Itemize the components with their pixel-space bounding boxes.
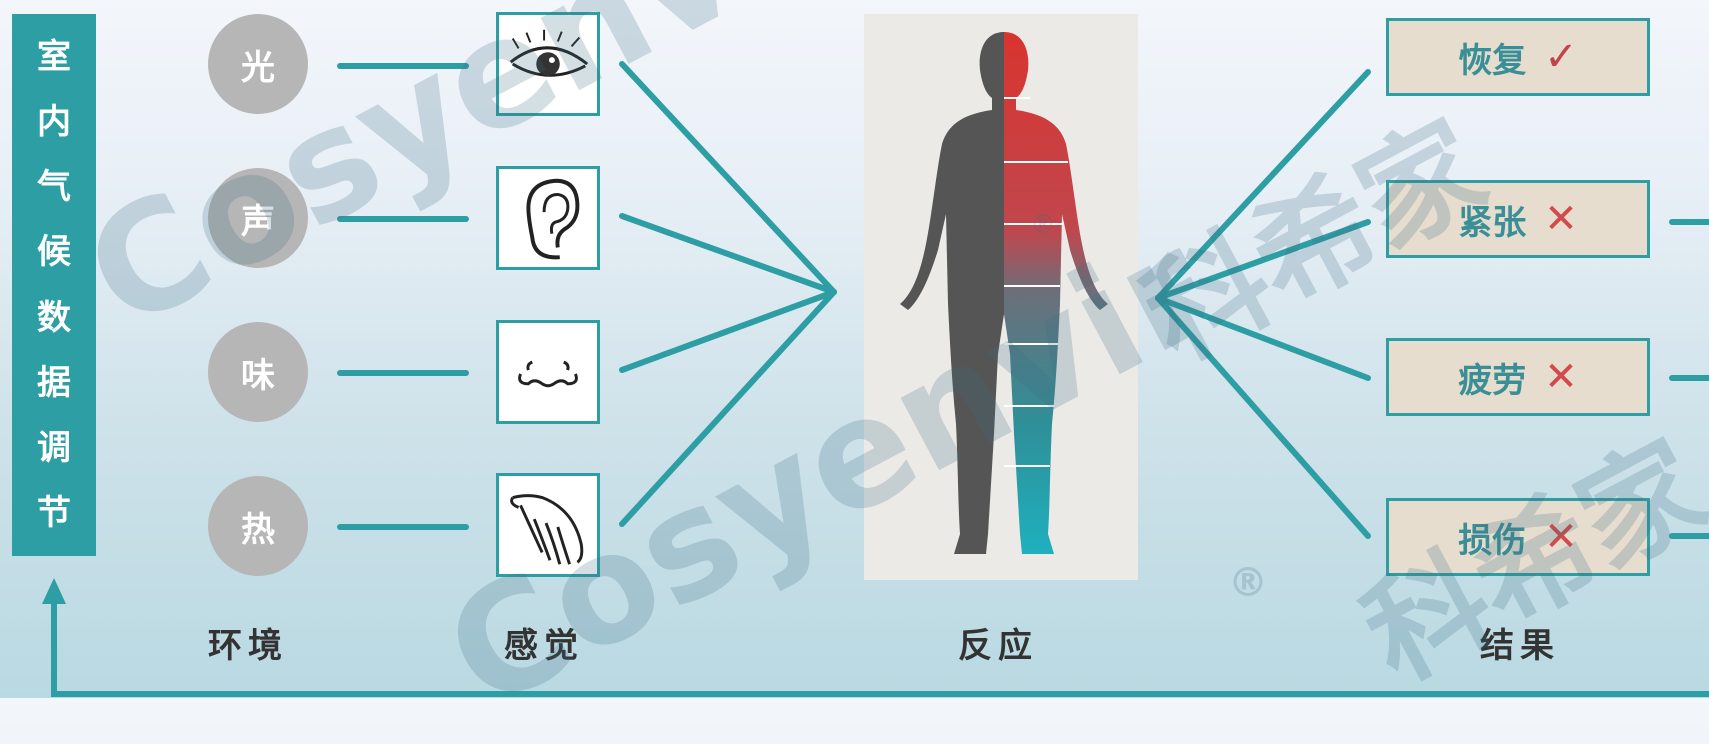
sense-ear: [496, 166, 600, 270]
result-injury: 损伤 ✕: [1386, 498, 1650, 576]
env-smell: 味: [208, 322, 308, 422]
sense-nose: [496, 320, 600, 424]
cross-icon: ✕: [1544, 514, 1578, 560]
cross-icon: ✕: [1544, 354, 1578, 400]
bar-char: 室: [37, 40, 71, 74]
cross-icon: ✕: [1544, 196, 1578, 242]
check-icon: ✓: [1544, 34, 1578, 80]
result-fatigue: 疲劳 ✕: [1386, 338, 1650, 416]
hand-icon: [499, 476, 597, 574]
sense-touch: [496, 473, 600, 577]
bar-char: 候: [37, 235, 71, 269]
ear-icon: [499, 169, 597, 267]
result-tension: 紧张 ✕: [1386, 180, 1650, 258]
nose-icon: [499, 323, 597, 421]
env-light: 光: [208, 14, 308, 114]
bar-char: 调: [37, 431, 71, 465]
indoor-climate-bar: 室 内 气 候 数 据 调 节: [12, 14, 96, 556]
reaction-panel: [864, 14, 1138, 580]
result-label: 恢复: [1458, 33, 1526, 82]
label-environment: 环境: [208, 618, 288, 667]
human-body-figure: [864, 14, 1138, 580]
sense-eye: [496, 12, 600, 116]
label-reaction: 反应: [958, 618, 1038, 667]
result-label: 疲劳: [1458, 353, 1526, 402]
env-heat: 热: [208, 476, 308, 576]
bar-char: 内: [37, 105, 71, 139]
bar-char: 节: [37, 496, 71, 530]
bar-char: 数: [37, 301, 71, 335]
result-label: 紧张: [1458, 195, 1526, 244]
label-sense: 感觉: [504, 618, 584, 667]
label-result: 结果: [1480, 618, 1560, 667]
eye-icon: [499, 15, 597, 113]
diagram-canvas: 室 内 气 候 数 据 调 节 光 声 味 热: [0, 0, 1709, 698]
env-sound: 声: [208, 168, 308, 268]
bar-char: 据: [37, 366, 71, 400]
result-label: 损伤: [1458, 513, 1526, 562]
result-recovery: 恢复 ✓: [1386, 18, 1650, 96]
bar-char: 气: [37, 170, 71, 204]
